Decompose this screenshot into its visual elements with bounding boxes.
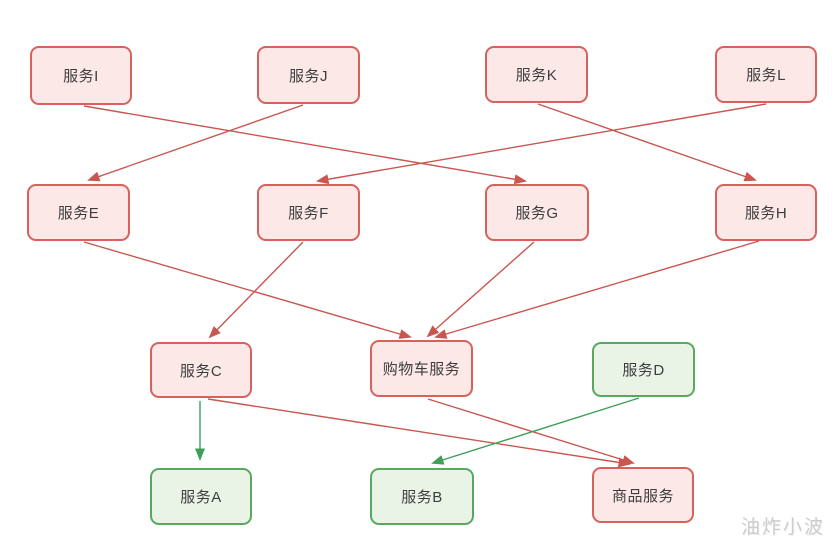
- node-svc-i: 服务I: [30, 46, 132, 105]
- node-svc-f: 服务F: [257, 184, 360, 241]
- edge-svc-g-to-cart: [426, 241, 535, 338]
- node-svc-c: 服务C: [150, 342, 252, 398]
- edge-svc-i-to-svc-g: [83, 105, 527, 185]
- edge-svc-f-to-svc-c: [208, 241, 304, 339]
- edge-svc-c-to-goods: [207, 398, 631, 468]
- edge-svc-e-to-cart: [83, 241, 412, 339]
- node-svc-j: 服务J: [257, 46, 360, 104]
- node-svc-h: 服务H: [715, 184, 817, 241]
- node-svc-d: 服务D: [592, 342, 695, 397]
- node-svc-l: 服务L: [715, 46, 817, 103]
- edge-svc-k-to-svc-h: [537, 103, 757, 182]
- edge-svc-d-to-svc-b: [431, 397, 640, 465]
- node-goods: 商品服务: [592, 467, 694, 523]
- edge-svc-l-to-svc-f: [316, 103, 767, 185]
- edge-svc-j-to-svc-e: [87, 104, 304, 182]
- watermark: 油炸小波: [740, 517, 825, 538]
- node-svc-e: 服务E: [27, 184, 130, 241]
- node-svc-k: 服务K: [485, 46, 588, 103]
- node-cart: 购物车服务: [370, 340, 473, 397]
- node-svc-g: 服务G: [485, 184, 589, 241]
- node-svc-b: 服务B: [370, 468, 474, 525]
- edge-svc-h-to-cart: [434, 240, 760, 339]
- node-svc-a: 服务A: [150, 468, 252, 525]
- edge-cart-to-goods: [427, 398, 635, 465]
